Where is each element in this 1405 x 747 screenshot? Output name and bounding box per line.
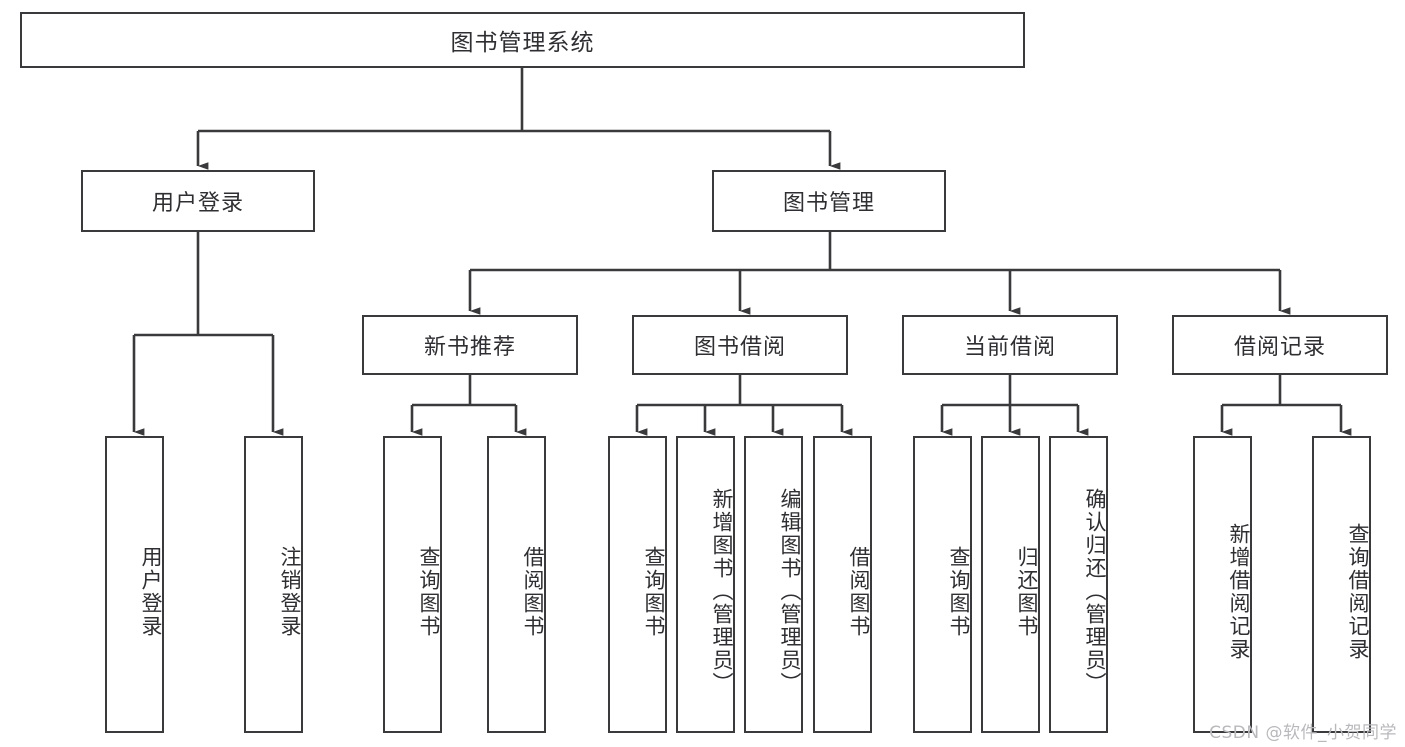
leaf-confirm-return[interactable]: 确认归还（管理员）	[1049, 436, 1108, 733]
node-user-login[interactable]: 用户登录	[81, 170, 315, 232]
leaf-add-book-label: 新增图书（管理员）	[710, 488, 734, 695]
leaf-return-book[interactable]: 归还图书	[981, 436, 1040, 733]
leaf-query-book-1-label: 查询图书	[417, 545, 441, 638]
leaf-add-record-label: 新增借阅记录	[1227, 522, 1251, 661]
node-new-book-rec-label: 新书推荐	[423, 335, 516, 360]
node-root[interactable]: 图书管理系统	[20, 12, 1025, 68]
csdn-watermark: CSDN @软件_小贺同学	[1209, 723, 1397, 743]
node-root-label: 图书管理系统	[450, 30, 595, 56]
leaf-query-record[interactable]: 查询借阅记录	[1312, 436, 1371, 733]
leaf-borrow-book-2-label: 借阅图书	[847, 545, 871, 638]
leaf-query-book-3-label: 查询图书	[947, 545, 971, 638]
node-book-borrow-label: 图书借阅	[693, 335, 786, 360]
leaf-query-book-2-label: 查询图书	[642, 545, 666, 638]
leaf-logout-label: 注销登录	[278, 545, 302, 638]
leaf-query-book-3[interactable]: 查询图书	[913, 436, 972, 733]
node-borrow-record[interactable]: 借阅记录	[1172, 315, 1388, 375]
leaf-return-book-label: 归还图书	[1015, 545, 1039, 638]
node-borrow-record-label: 借阅记录	[1233, 335, 1326, 360]
leaf-edit-book[interactable]: 编辑图书（管理员）	[744, 436, 803, 733]
node-user-login-label: 用户登录	[151, 191, 244, 216]
node-current-borrow-label: 当前借阅	[963, 335, 1056, 360]
leaf-user-login[interactable]: 用户登录	[105, 436, 164, 733]
leaf-borrow-book-1-label: 借阅图书	[521, 545, 545, 638]
node-new-book-rec[interactable]: 新书推荐	[362, 315, 578, 375]
leaf-borrow-book-1[interactable]: 借阅图书	[487, 436, 546, 733]
node-current-borrow[interactable]: 当前借阅	[902, 315, 1118, 375]
leaf-user-login-label: 用户登录	[139, 545, 163, 638]
leaf-add-book[interactable]: 新增图书（管理员）	[676, 436, 735, 733]
leaf-confirm-return-label: 确认归还（管理员）	[1083, 488, 1107, 695]
node-book-manage-label: 图书管理	[782, 191, 875, 216]
leaf-query-record-label: 查询借阅记录	[1346, 522, 1370, 661]
leaf-borrow-book-2[interactable]: 借阅图书	[813, 436, 872, 733]
leaf-edit-book-label: 编辑图书（管理员）	[778, 488, 802, 695]
leaf-logout[interactable]: 注销登录	[244, 436, 303, 733]
node-book-borrow[interactable]: 图书借阅	[632, 315, 848, 375]
leaf-add-record[interactable]: 新增借阅记录	[1193, 436, 1252, 733]
leaf-query-book-2[interactable]: 查询图书	[608, 436, 667, 733]
leaf-query-book-1[interactable]: 查询图书	[383, 436, 442, 733]
node-book-manage[interactable]: 图书管理	[712, 170, 946, 232]
